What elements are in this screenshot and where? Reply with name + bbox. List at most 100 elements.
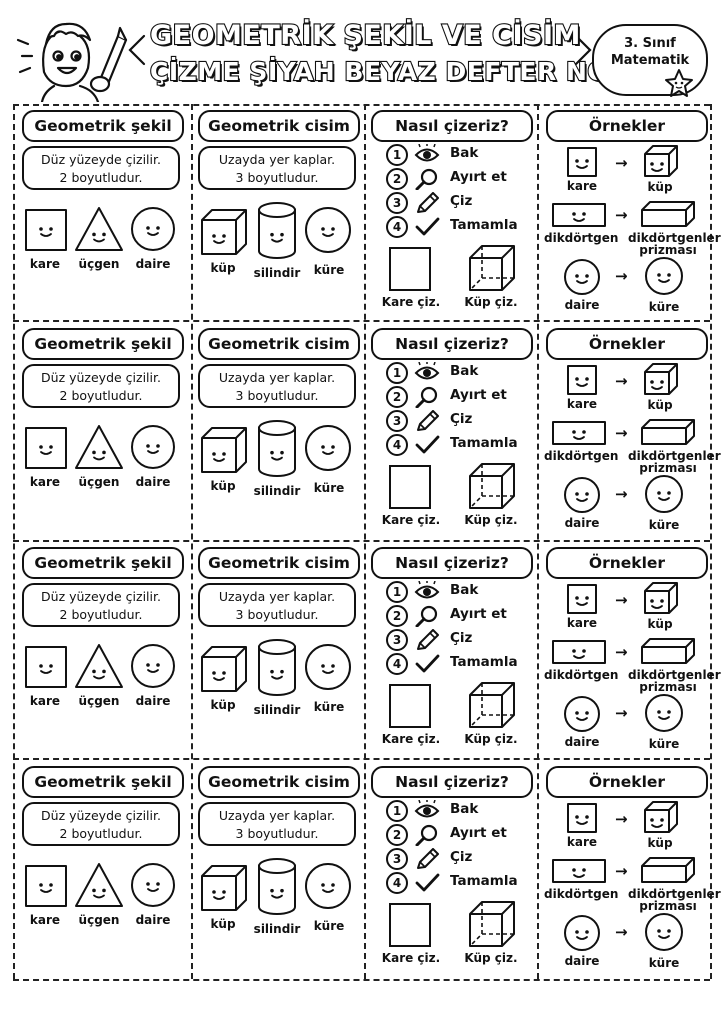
example-cube [643,800,679,838]
label-sphere: küre [313,263,345,277]
label-example-sphere: küre [648,956,680,970]
desc-line: Uzayda yer kaplar. [218,152,336,167]
check-icon [414,216,440,242]
star-icon [665,69,693,97]
arrow-right-icon: → [615,485,628,503]
grid-line [13,104,710,106]
grid-line [537,104,539,979]
shapes-card-title: Geometrik şekil [22,328,184,360]
shapes-card-description: Düz yüzeyde çizilir.2 boyutludur. [22,146,180,190]
example-sphere [644,474,684,518]
magnifier-icon [414,605,440,631]
step-number: 2 [386,824,408,846]
step-text: Ayırt et [450,387,507,403]
arrow-right-icon: → [615,424,628,442]
step-number: 4 [386,216,408,238]
step-number: 4 [386,434,408,456]
label-cube: küp [210,261,236,275]
example-square [566,583,598,619]
howto-card-title: Nasıl çizeriz? [371,110,533,142]
label-square: kare [29,475,61,489]
howto-card-title: Nasıl çizeriz? [371,328,533,360]
desc-line: Düz yüzeyde çizilir. [41,370,161,385]
step-number: 4 [386,653,408,675]
solids-card-title: Geometrik cisim [198,547,360,579]
howto-step: 4 Tamamla [386,434,526,456]
sphere-solid [304,862,352,914]
shapes-card-title: Geometrik şekil [22,110,184,142]
example-rectangle [551,420,607,450]
step-number: 2 [386,386,408,408]
grid-line [364,104,366,979]
label-circle: daire [135,475,171,489]
desc-line: Düz yüzeyde çizilir. [41,152,161,167]
right-swirl-decoration [574,34,592,66]
shapes-card-description: Düz yüzeyde çizilir.2 boyutludur. [22,802,180,846]
cube-solid [200,426,248,478]
label-example-prism-1: dikdörtgenler [628,449,721,463]
label-triangle: üçgen [78,913,120,927]
examples-card-title: Örnekler [546,766,708,798]
practice-cube [468,244,516,296]
label-draw-square: Kare çiz. [381,951,441,965]
desc-line: 2 boyutludur. [59,826,143,841]
practice-cube [468,900,516,952]
label-example-square: kare [566,616,598,630]
left-swirl-decoration [128,34,146,66]
grid-line [710,104,712,979]
square-shape [24,208,68,256]
label-example-cube: küp [647,398,673,412]
grid-line [13,104,15,979]
label-cylinder: silindir [253,703,301,717]
label-example-circle: daire [564,954,600,968]
practice-cube [468,681,516,733]
examples-card-title: Örnekler [546,110,708,142]
examples-card-title: Örnekler [546,547,708,579]
triangle-shape [74,424,124,474]
title-line-1: GEOMETRİK ŞEKİL VE CİSİM [149,19,582,52]
label-example-prism-1: dikdörtgenler [628,887,721,901]
cylinder-solid [257,420,297,482]
examples-card-title: Örnekler [546,328,708,360]
pencil-icon [414,410,440,436]
step-text: Ayırt et [450,606,507,622]
desc-line: 2 boyutludur. [59,388,143,403]
pencil-icon [414,192,440,218]
label-triangle: üçgen [78,257,120,271]
grid-line [13,979,710,981]
example-circle [563,914,601,956]
step-text: Çiz [450,411,473,427]
solids-card-description: Uzayda yer kaplar.3 boyutludur. [198,364,356,408]
solids-card-title: Geometrik cisim [198,328,360,360]
arrow-right-icon: → [615,643,628,661]
label-example-rectangle: dikdörtgen [544,231,619,245]
label-cube: küp [210,698,236,712]
label-example-rectangle: dikdörtgen [544,887,619,901]
label-example-prism-1: dikdörtgenler [628,231,721,245]
cube-solid [200,208,248,260]
step-number: 1 [386,144,408,166]
arrow-right-icon: → [615,154,628,172]
magnifier-icon [414,824,440,850]
page-title: GEOMETRİK ŞEKİL VE CİSİM ÇİZME ŞİYAH BEY… [149,18,648,90]
arrow-right-icon: → [615,810,628,828]
label-example-square: kare [566,179,598,193]
triangle-shape [74,206,124,256]
label-example-prism-2: prizması [639,243,697,257]
desc-line: 3 boyutludur. [235,607,319,622]
arrow-right-icon: → [615,206,628,224]
eye-icon [414,580,440,607]
eye-icon [414,361,440,388]
step-text: Tamamla [450,435,518,451]
grade-badge: 3. Sınıf Matematik [592,24,708,96]
example-circle [563,695,601,737]
example-cube [643,144,679,182]
example-sphere [644,693,684,737]
step-number: 1 [386,800,408,822]
